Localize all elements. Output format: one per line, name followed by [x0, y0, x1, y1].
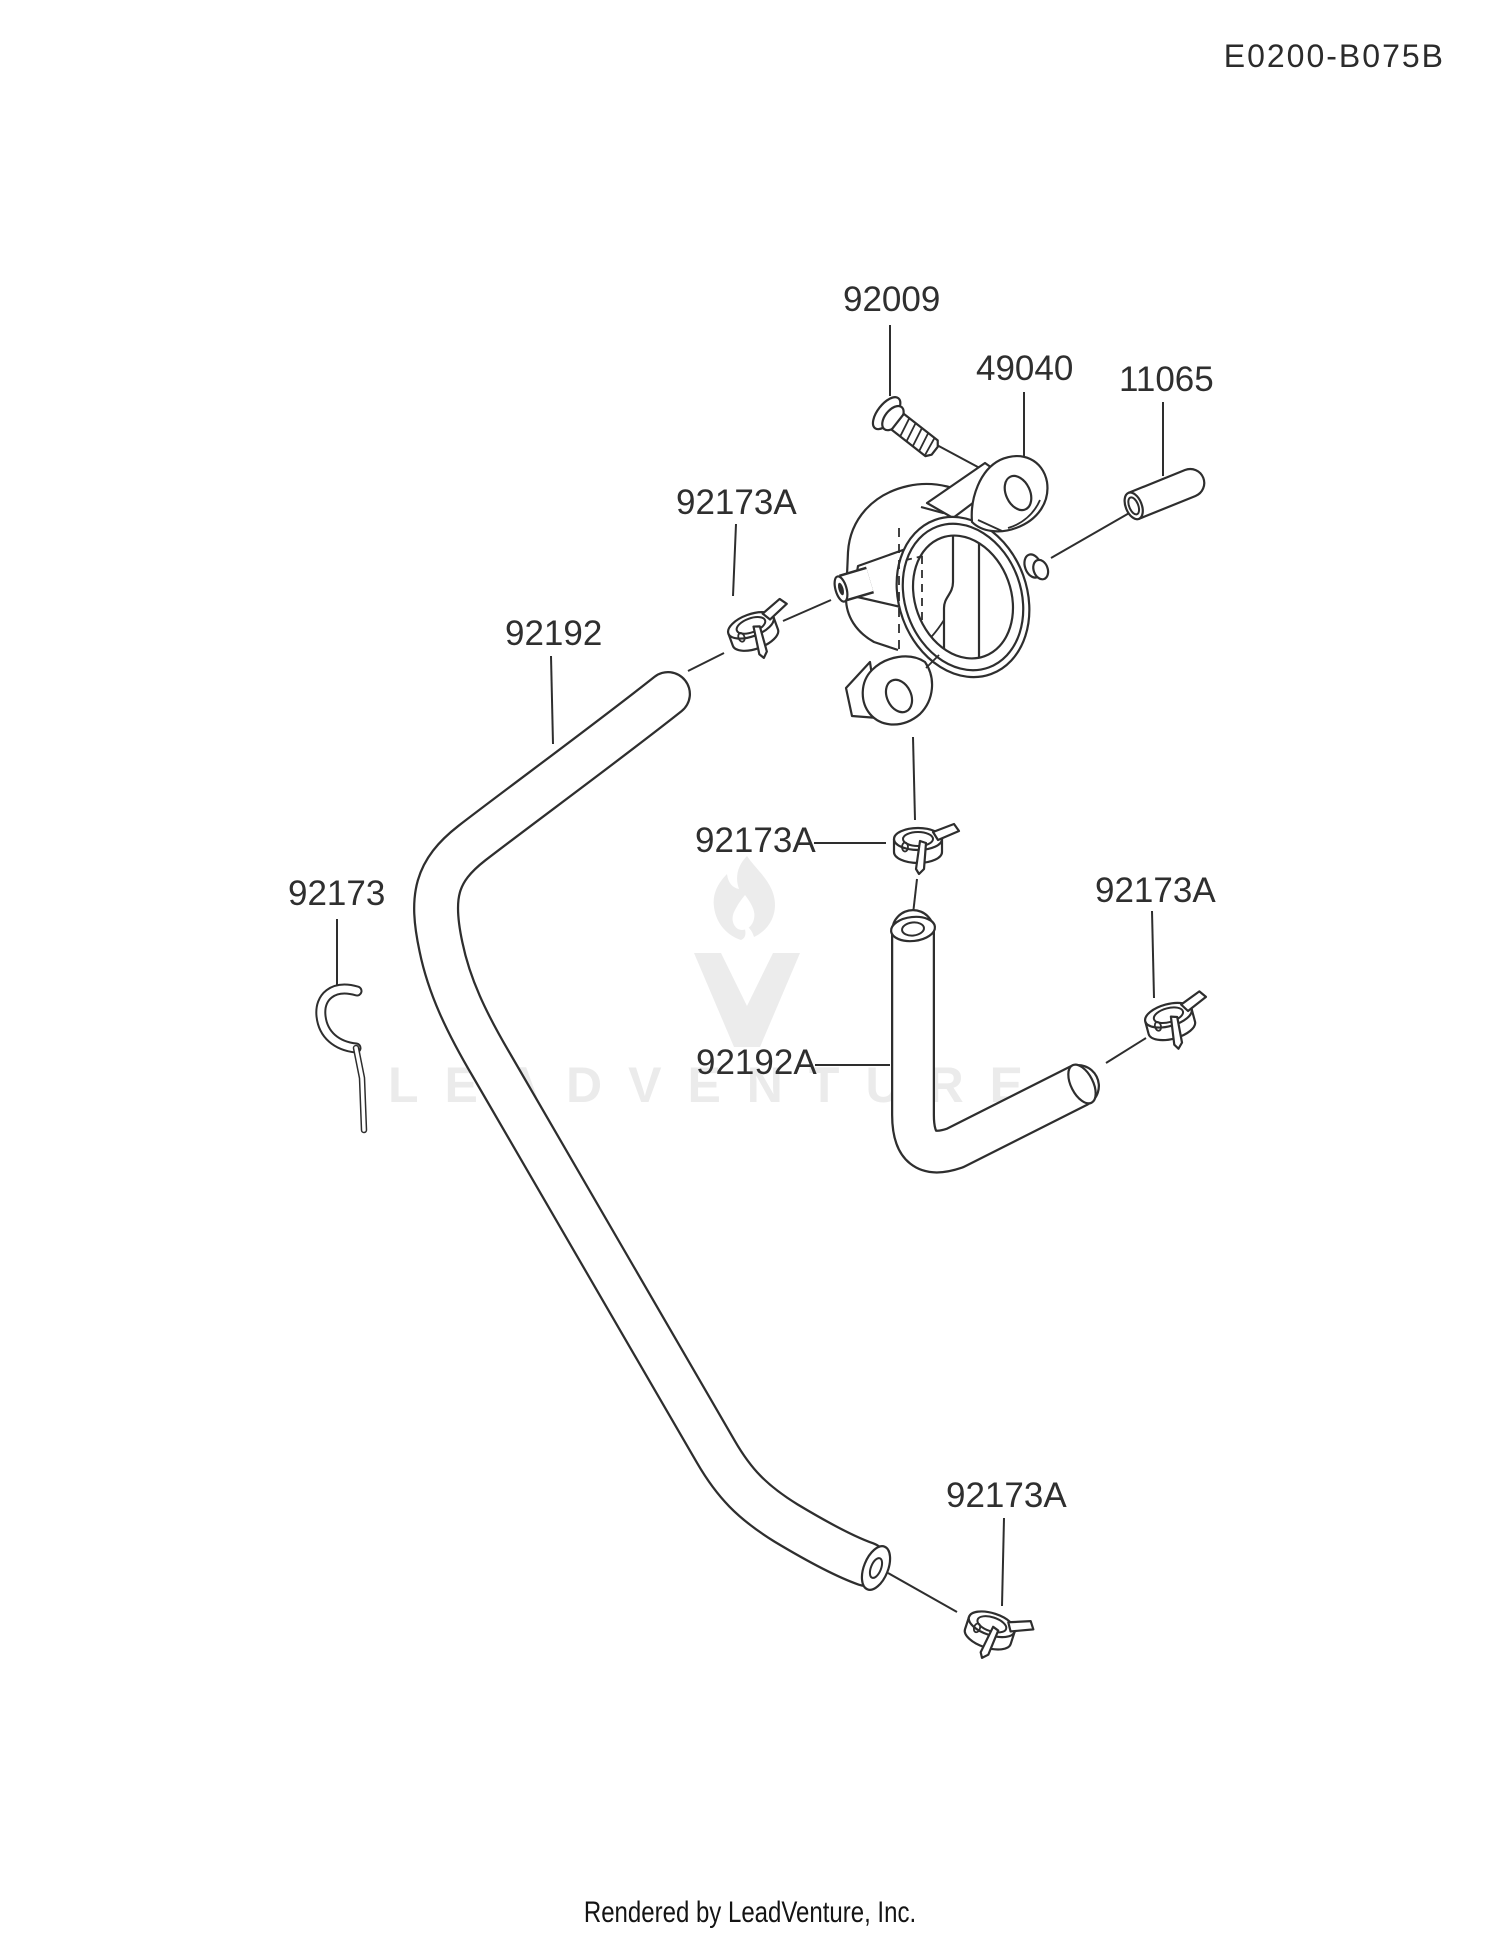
clip-drawing: [315, 983, 368, 1134]
part-label-92192[interactable]: 92192: [505, 614, 603, 653]
footer-credit: Rendered by LeadVenture, Inc.: [583, 1896, 917, 1929]
part-label-92173[interactable]: 92173: [288, 874, 386, 913]
clamp-drawing-4: [957, 1601, 1037, 1672]
leadventure-flame-icon: [713, 856, 775, 940]
part-label-92173a-4[interactable]: 92173A: [946, 1476, 1067, 1515]
diagram-code: E0200-B075B: [1223, 38, 1445, 74]
part-label-92009[interactable]: 92009: [843, 280, 941, 319]
screw-drawing: [871, 396, 939, 458]
leader-lines: [336, 325, 1164, 1613]
part-label-92192a[interactable]: 92192A: [696, 1043, 817, 1082]
hose-92192-drawing: [413, 671, 892, 1591]
part-label-11065[interactable]: 11065: [1119, 360, 1214, 399]
clamp-drawing-2: [892, 822, 961, 876]
fuel-pump-drawing: [833, 455, 1050, 726]
clamp-drawing-1: [722, 596, 803, 668]
hose-92192a-drawing: [889, 909, 1100, 1174]
part-label-92173a-3[interactable]: 92173A: [1095, 871, 1216, 910]
part-label-92173a-1[interactable]: 92173A: [676, 483, 797, 522]
lv-monogram-icon: [694, 953, 800, 1047]
pipe-drawing: [1123, 467, 1206, 521]
part-label-49040[interactable]: 49040: [976, 349, 1074, 388]
clamp-drawing-3: [1140, 989, 1219, 1057]
part-label-92173a-2[interactable]: 92173A: [695, 821, 816, 860]
